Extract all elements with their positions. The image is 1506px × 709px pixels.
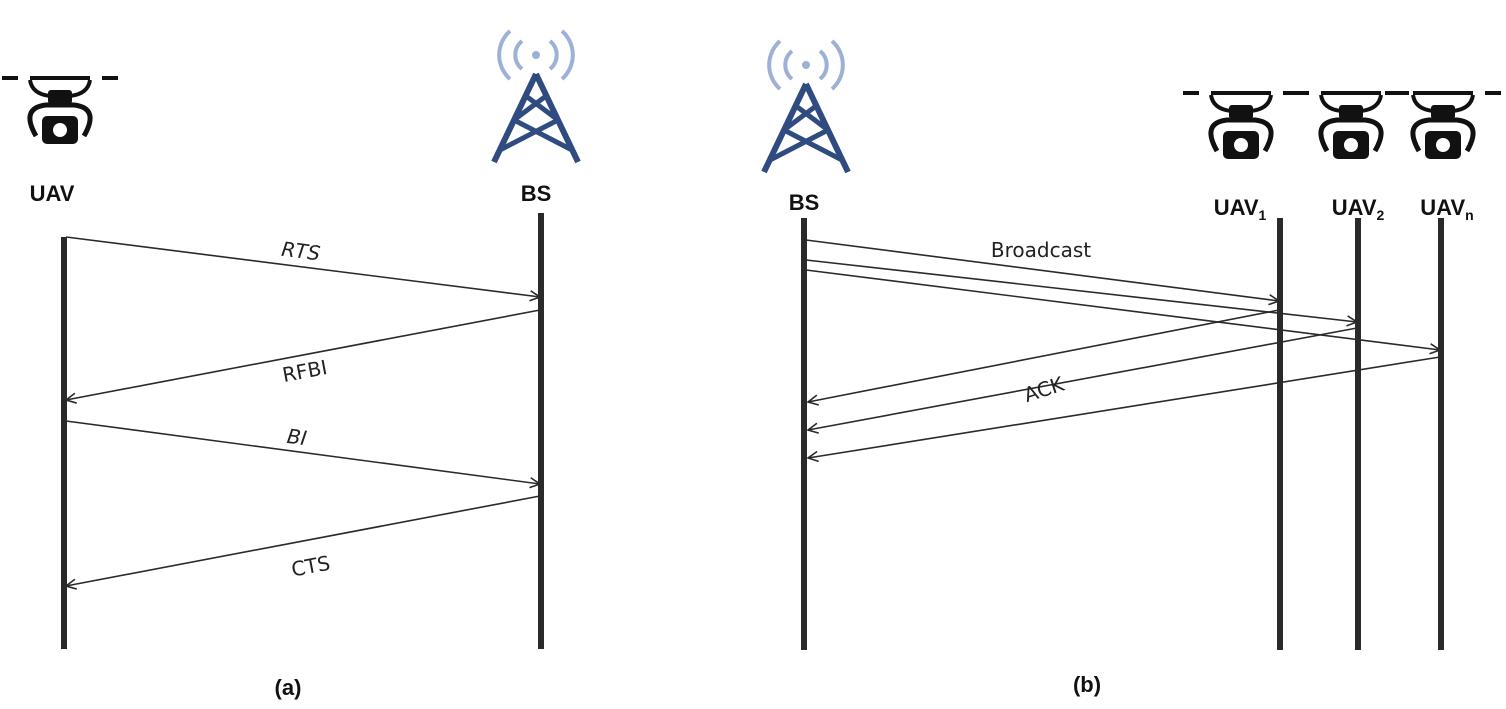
bi-label: BI bbox=[286, 424, 309, 450]
ack-label: ACK bbox=[1021, 371, 1068, 407]
bs-label: BS bbox=[521, 181, 552, 206]
ack-arrow-2 bbox=[808, 327, 1358, 430]
drone-icon bbox=[1385, 93, 1501, 159]
rts-arrow bbox=[65, 236, 540, 297]
caption-a: (a) bbox=[275, 675, 302, 700]
drone-icon bbox=[2, 78, 118, 144]
cts-arrow bbox=[66, 495, 541, 586]
uav1-label: UAV1 bbox=[1214, 195, 1267, 223]
broadcast-arrow-n bbox=[805, 269, 1440, 350]
drone-icon bbox=[1293, 93, 1409, 159]
rfbi-arrow bbox=[66, 309, 541, 400]
caption-b: (b) bbox=[1073, 672, 1101, 697]
uav-label: UAV bbox=[30, 181, 75, 206]
uav2-label: UAV2 bbox=[1332, 195, 1385, 223]
cts-label: CTS bbox=[289, 551, 332, 582]
uavn-label: UAVn bbox=[1420, 195, 1473, 223]
cell-tower-icon bbox=[764, 41, 848, 172]
drone-icon bbox=[1183, 93, 1299, 159]
ack-arrow-1 bbox=[808, 309, 1280, 402]
bs-label-b: BS bbox=[789, 190, 820, 215]
ack-arrow-n bbox=[808, 356, 1441, 458]
rfbi-label: RFBI bbox=[280, 355, 329, 387]
broadcast-arrow-2 bbox=[805, 259, 1357, 322]
rts-label: RTS bbox=[280, 237, 322, 266]
cell-tower-icon bbox=[494, 31, 578, 162]
bi-arrow bbox=[65, 420, 540, 484]
broadcast-label: Broadcast bbox=[991, 238, 1091, 262]
broadcast-arrow-1 bbox=[805, 239, 1279, 301]
